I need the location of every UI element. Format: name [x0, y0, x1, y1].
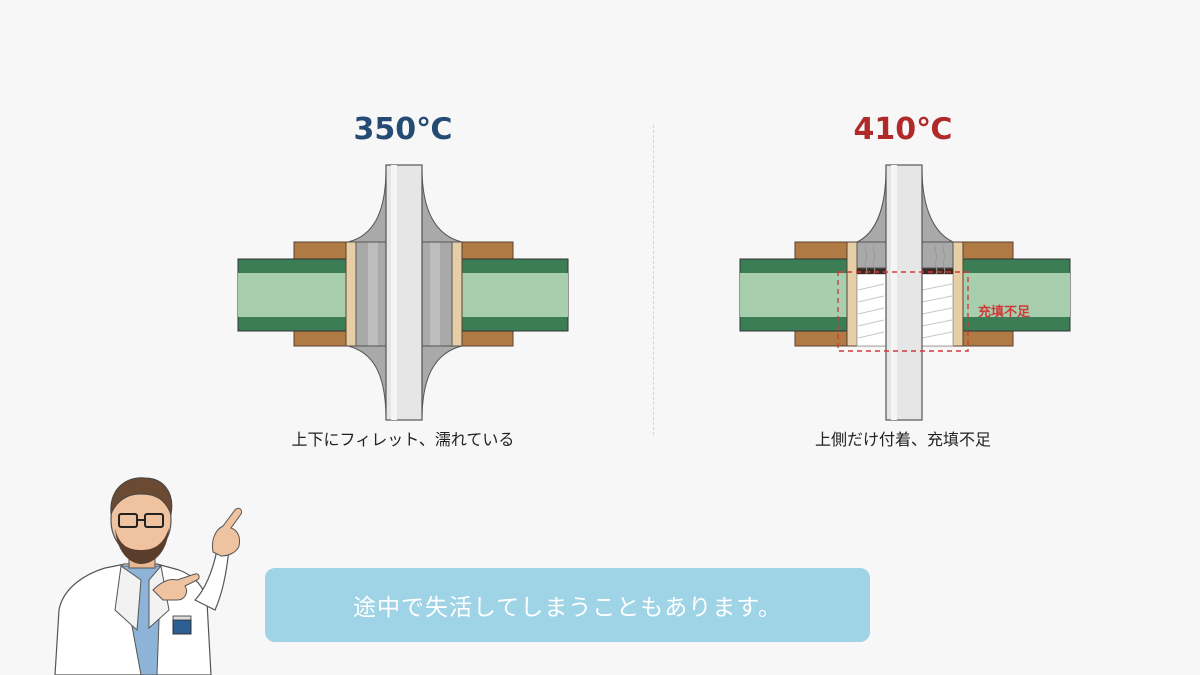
pin-highlight — [391, 165, 397, 420]
barrel-plating-left — [846, 241, 858, 347]
barrel-plating-left — [345, 241, 357, 347]
pcb-core-left — [238, 273, 346, 317]
pin-highlight — [891, 165, 897, 420]
defect-highlight-box — [837, 271, 969, 352]
pcb-core-right — [462, 273, 568, 317]
scientist-avatar-icon — [54, 477, 242, 675]
subtitle-bar: 途中で失活してしまうこともあります。 — [265, 568, 870, 642]
pcb-core-right — [963, 273, 1070, 317]
solder-highlight — [368, 242, 378, 346]
barrel-plating-right — [952, 241, 964, 347]
defective-joint-diagram — [739, 164, 1071, 421]
void-hatching — [857, 283, 953, 339]
left-temperature-title: 350℃ — [353, 112, 453, 147]
good-joint-diagram — [237, 164, 569, 421]
left-caption: 上下にフィレット、濡れている — [291, 430, 515, 449]
fume-icon — [864, 245, 946, 275]
subtitle-text: 途中で失活してしまうこともあります。 — [352, 595, 782, 621]
panel-divider — [653, 125, 654, 435]
barrel-plating-right — [451, 241, 463, 347]
pcb-core-left — [740, 273, 847, 317]
right-temperature-title: 410℃ — [853, 112, 953, 147]
defect-label: 充填不足 — [978, 305, 1031, 320]
right-caption: 上側だけ付着、充填不足 — [814, 430, 991, 449]
solder-highlight — [430, 242, 440, 346]
